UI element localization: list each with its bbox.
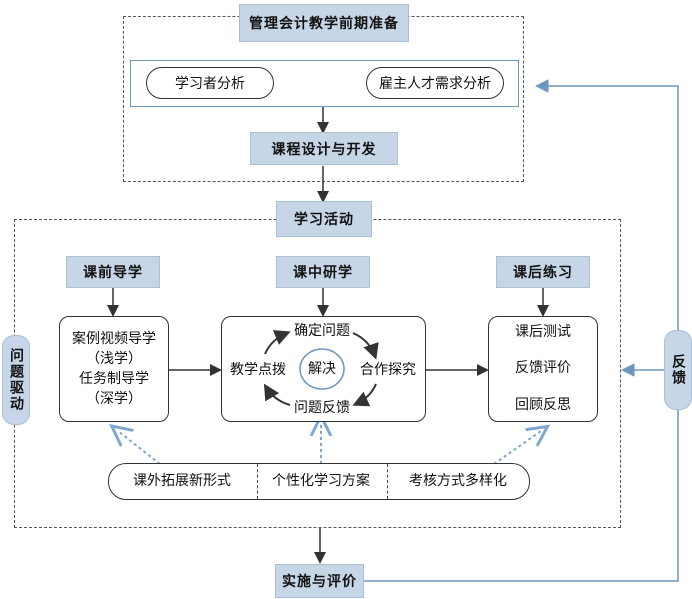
problem-driven-label: 问题驱动 <box>2 335 30 425</box>
support-arrow-left <box>118 431 161 465</box>
pre-line-4: （深学） <box>86 391 142 407</box>
pre-line-2: （浅学） <box>86 351 142 367</box>
cycle-left: 教学点拨 <box>230 362 286 378</box>
cycle-bottom: 问题反馈 <box>294 400 350 416</box>
post-item-2: 反馈评价 <box>515 360 571 376</box>
implementation-evaluation: 实施与评价 <box>275 564 364 598</box>
feedback-label: 反馈 <box>664 330 692 410</box>
pre-class-label: 课前导学 <box>66 256 160 288</box>
cycle-arrow-bl <box>263 383 291 406</box>
learner-analysis: 学习者分析 <box>146 67 274 99</box>
support-item-2: 个性化学习方案 <box>272 473 370 489</box>
post-item-3: 回顾反思 <box>515 397 571 413</box>
support-divider-1 <box>257 464 258 499</box>
pre-class-box: 案例视频导学 （浅学） 任务制导学 （深学） <box>59 316 169 422</box>
support-item-1: 课外拓展新形式 <box>133 473 231 489</box>
post-item-1: 课后测试 <box>515 324 571 340</box>
feedback-line-top <box>535 79 679 330</box>
in-class-label: 课中研学 <box>276 256 370 288</box>
prep-title: 管理会计教学前期准备 <box>239 4 409 42</box>
employer-demand-analysis: 雇主人才需求分析 <box>366 67 504 99</box>
support-item-3: 考核方式多样化 <box>409 473 507 489</box>
course-design: 课程设计与开发 <box>250 132 398 165</box>
cycle-center-ring <box>299 348 345 390</box>
post-class-label: 课后练习 <box>496 256 590 288</box>
cycle-right: 合作探究 <box>360 362 416 378</box>
post-class-box <box>488 316 598 422</box>
support-bar <box>108 463 530 500</box>
feedback-line-bottom <box>362 410 679 582</box>
support-divider-2 <box>387 464 388 499</box>
activity-title: 学习活动 <box>276 201 372 237</box>
cycle-arrow-tl <box>264 330 291 355</box>
cycle-center: 解决 <box>308 361 336 377</box>
pre-line-1: 案例视频导学 <box>72 331 156 347</box>
cycle-top: 确定问题 <box>294 323 350 339</box>
pre-line-3: 任务制导学 <box>79 371 149 387</box>
cycle-arrow-br <box>352 383 377 407</box>
cycle-arrow-tr <box>352 332 379 360</box>
